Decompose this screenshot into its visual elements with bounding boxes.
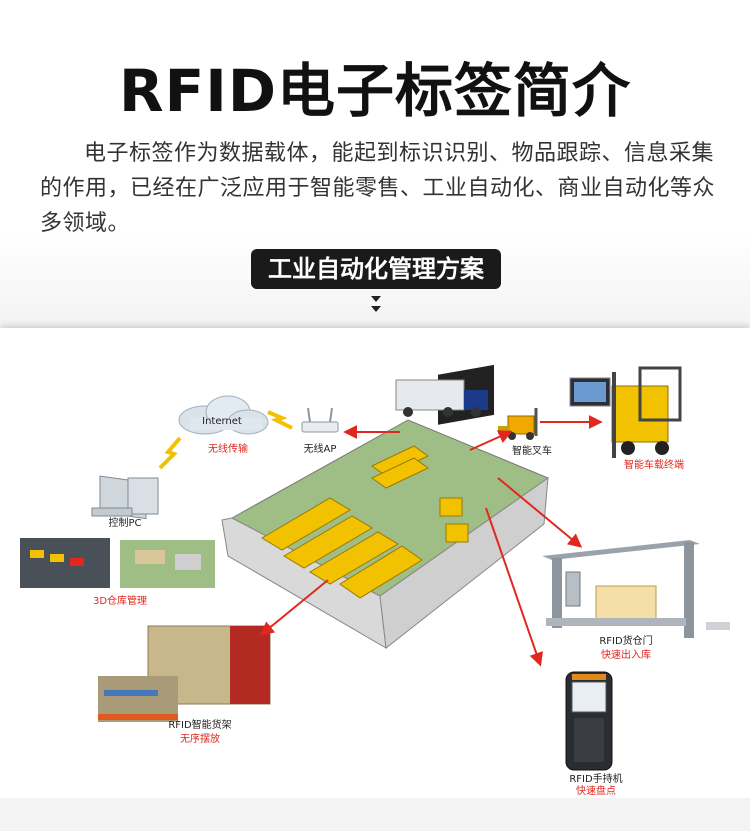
truck-icon <box>395 379 488 417</box>
connector-arrow <box>485 507 543 667</box>
connector-arrow <box>497 477 583 548</box>
wireless-ap-icon <box>301 407 339 433</box>
handheld-desc-label: 快速盘点 <box>576 784 616 797</box>
internet-label: Internet <box>202 416 242 427</box>
warehouse-building <box>221 364 550 649</box>
internet-cloud-icon: Internet <box>178 395 269 435</box>
rfid-gate-icon <box>542 540 730 638</box>
section-heading: 工业自动化管理方案 <box>251 249 501 289</box>
intro-paragraph: 电子标签作为数据载体，能起到标识识别、物品跟踪、信息采集的作用，已经在广泛应用于… <box>40 141 716 236</box>
connector-arrow <box>259 579 329 636</box>
vehicle-terminal-photo <box>569 366 682 458</box>
connector-arrow <box>469 430 513 451</box>
gate-label: RFID货仓门 <box>599 634 652 647</box>
lightning-icon <box>267 410 293 430</box>
vehicle-terminal-label: 智能车载终端 <box>624 458 684 471</box>
warehouse-3d-thumbnail <box>20 538 215 588</box>
forklift-label: 智能叉车 <box>512 444 552 457</box>
smart-shelf-label: RFID智能货架 <box>168 718 231 731</box>
lightning-icon <box>158 436 182 470</box>
handheld-terminal-icon <box>565 671 613 771</box>
forklift-icon <box>498 408 538 440</box>
computer-icon <box>91 475 159 520</box>
chevron-down-icon <box>371 296 381 312</box>
warehouse-3d-label: 3D仓库管理 <box>93 594 147 607</box>
smart-shelf-photo <box>98 625 271 722</box>
handheld-label: RFID手持机 <box>569 772 622 785</box>
rfid-system-diagram: Internet 无线传输 无线AP 控制PC 3D仓库管理 RFID智能货架 … <box>0 328 750 798</box>
wireless-ap-label: 无线AP <box>304 442 337 455</box>
gate-desc-label: 快速出入库 <box>601 648 651 661</box>
page-title: RFID电子标签简介 <box>118 57 631 125</box>
wireless-transfer-label: 无线传输 <box>208 442 248 455</box>
shelf-desc-label: 无序摆放 <box>180 732 220 745</box>
control-pc-label: 控制PC <box>108 516 141 529</box>
footer-band <box>0 798 750 831</box>
